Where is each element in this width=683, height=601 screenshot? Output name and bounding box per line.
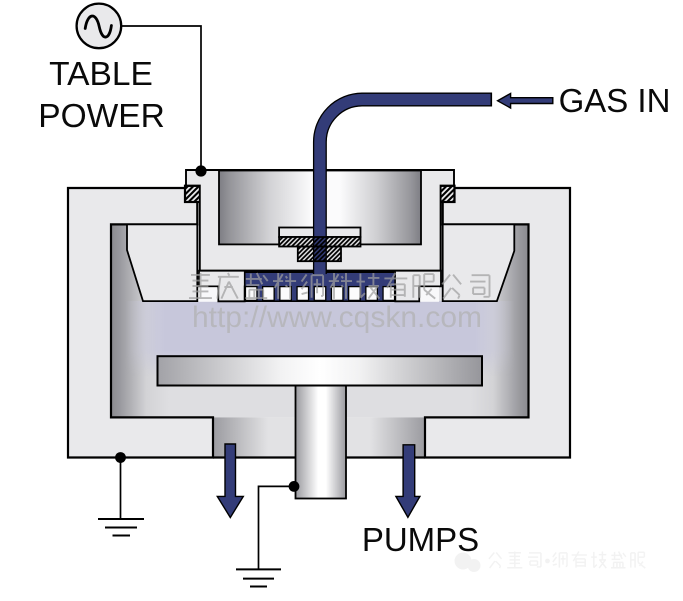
svg-text:GAS IN: GAS IN [559, 82, 671, 119]
svg-text:http://www.cqskn.com: http://www.cqskn.com [192, 301, 482, 334]
svg-text:TABLE: TABLE [49, 56, 153, 93]
svg-text:POWER: POWER [38, 98, 165, 135]
svg-text:PUMPS: PUMPS [362, 521, 479, 558]
